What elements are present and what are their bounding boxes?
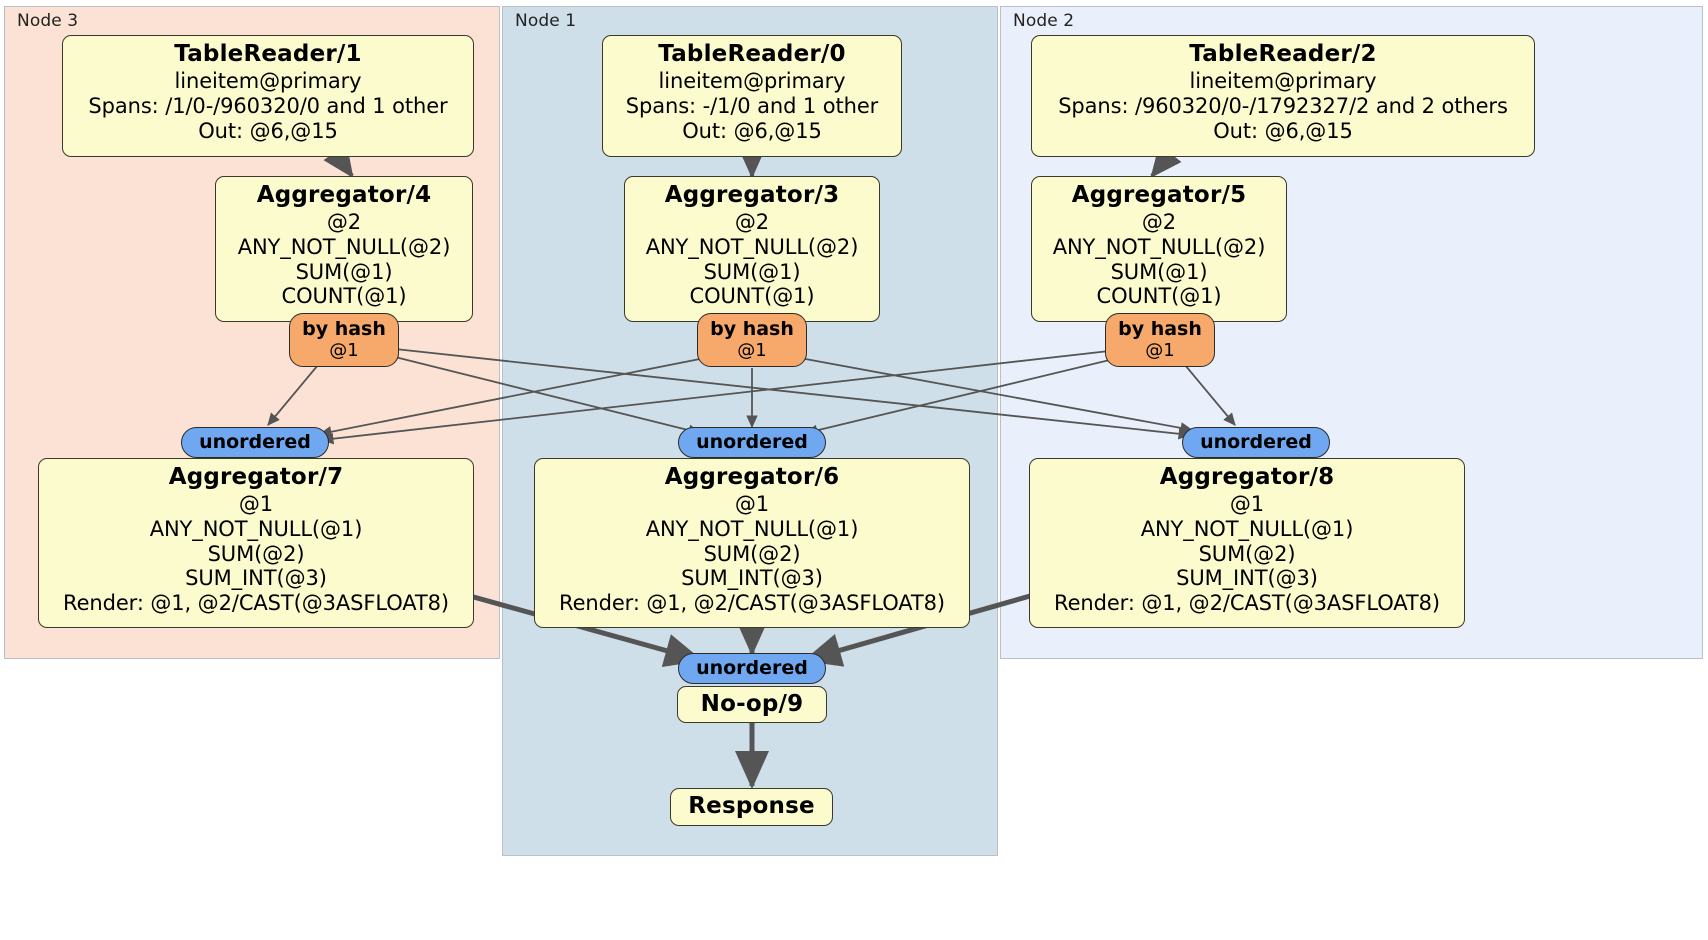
node-detail-line: Spans: -/1/0 and 1 other xyxy=(625,93,879,118)
output-router-hash-right[interactable]: by hash @1 xyxy=(1105,313,1215,367)
processor-tablereader-1[interactable]: TableReader/1 lineitem@primary Spans: /1… xyxy=(62,35,474,157)
cluster-label-node-2: Node 2 xyxy=(1013,11,1075,31)
processor-tablereader-2[interactable]: TableReader/2 lineitem@primary Spans: /9… xyxy=(1031,35,1535,157)
synchronizer-label: unordered xyxy=(1200,430,1312,453)
router-column: @1 xyxy=(1145,339,1175,361)
router-label: by hash xyxy=(1118,318,1202,341)
node-title: TableReader/0 xyxy=(658,41,846,67)
node-detail-line: lineitem@primary xyxy=(658,69,846,94)
node-detail-line: lineitem@primary xyxy=(174,69,362,94)
node-detail-line: SUM_INT(@3) xyxy=(185,566,327,591)
node-detail-line: ANY_NOT_NULL(@1) xyxy=(645,516,859,541)
node-detail-line: SUM_INT(@3) xyxy=(1176,566,1318,591)
cluster-label-node-3: Node 3 xyxy=(17,11,79,31)
node-detail-line: Out: @6,@15 xyxy=(1213,118,1353,143)
node-title: Response xyxy=(688,793,815,820)
processor-tablereader-0[interactable]: TableReader/0 lineitem@primary Spans: -/… xyxy=(602,35,902,157)
node-detail-line: ANY_NOT_NULL(@2) xyxy=(237,234,451,259)
node-detail-line: SUM(@2) xyxy=(207,541,305,566)
processor-noop-9[interactable]: No-op/9 xyxy=(677,686,827,723)
node-detail-line: COUNT(@1) xyxy=(689,284,815,309)
node-detail-line: COUNT(@1) xyxy=(281,284,407,309)
node-detail-line: ANY_NOT_NULL(@2) xyxy=(1052,234,1266,259)
node-detail-line: @2 xyxy=(326,210,362,235)
node-detail-line: Out: @6,@15 xyxy=(682,118,822,143)
node-title: Aggregator/7 xyxy=(168,464,344,490)
node-detail-line: Out: @6,@15 xyxy=(198,118,338,143)
node-render-line: Render: @1, @2/CAST(@3ASFLOAT8) xyxy=(63,591,449,616)
node-render-line: Render: @1, @2/CAST(@3ASFLOAT8) xyxy=(1054,591,1440,616)
node-detail-line: ANY_NOT_NULL(@1) xyxy=(1140,516,1354,541)
node-detail-line: SUM(@2) xyxy=(703,541,801,566)
synchronizer-label: unordered xyxy=(199,430,311,453)
node-title: Aggregator/8 xyxy=(1159,464,1335,490)
node-detail-line: lineitem@primary xyxy=(1189,69,1377,94)
synchronizer-label: unordered xyxy=(696,656,808,679)
node-detail-line: ANY_NOT_NULL(@1) xyxy=(149,516,363,541)
processor-aggregator-3[interactable]: Aggregator/3 @2 ANY_NOT_NULL(@2) SUM(@1)… xyxy=(624,176,880,322)
node-title: Aggregator/6 xyxy=(664,464,840,490)
node-title: No-op/9 xyxy=(700,690,804,717)
router-column: @1 xyxy=(737,339,767,361)
output-router-hash-mid[interactable]: by hash @1 xyxy=(697,313,807,367)
router-label: by hash xyxy=(302,318,386,341)
processor-aggregator-7[interactable]: Aggregator/7 @1 ANY_NOT_NULL(@1) SUM(@2)… xyxy=(38,458,474,628)
processor-aggregator-5[interactable]: Aggregator/5 @2 ANY_NOT_NULL(@2) SUM(@1)… xyxy=(1031,176,1287,322)
node-detail-line: @1 xyxy=(734,492,770,517)
node-detail-line: COUNT(@1) xyxy=(1096,284,1222,309)
router-label: by hash xyxy=(710,318,794,341)
node-detail-line: ANY_NOT_NULL(@2) xyxy=(645,234,859,259)
node-detail-line: Spans: /960320/0-/1792327/2 and 2 others xyxy=(1058,93,1508,118)
node-detail-line: SUM(@1) xyxy=(295,259,393,284)
node-detail-line: @2 xyxy=(734,210,770,235)
node-title: TableReader/1 xyxy=(174,41,362,67)
node-detail-line: SUM_INT(@3) xyxy=(681,566,823,591)
cluster-label-node-1: Node 1 xyxy=(515,11,577,31)
node-title: Aggregator/4 xyxy=(256,182,432,208)
router-column: @1 xyxy=(329,339,359,361)
node-title: TableReader/2 xyxy=(1189,41,1377,67)
node-detail-line: @1 xyxy=(1229,492,1265,517)
processor-response[interactable]: Response xyxy=(670,788,833,826)
node-detail-line: @2 xyxy=(1141,210,1177,235)
output-router-hash-left[interactable]: by hash @1 xyxy=(289,313,399,367)
synchronizer-label: unordered xyxy=(696,430,808,453)
node-detail-line: @1 xyxy=(238,492,274,517)
synchronizer-unordered-mid[interactable]: unordered xyxy=(678,427,826,458)
synchronizer-unordered-right[interactable]: unordered xyxy=(1182,427,1330,458)
node-detail-line: Spans: /1/0-/960320/0 and 1 other xyxy=(88,93,448,118)
node-detail-line: SUM(@2) xyxy=(1198,541,1296,566)
node-detail-line: SUM(@1) xyxy=(703,259,801,284)
processor-aggregator-6[interactable]: Aggregator/6 @1 ANY_NOT_NULL(@1) SUM(@2)… xyxy=(534,458,970,628)
synchronizer-unordered-final[interactable]: unordered xyxy=(678,653,826,684)
node-detail-line: SUM(@1) xyxy=(1110,259,1208,284)
synchronizer-unordered-left[interactable]: unordered xyxy=(181,427,329,458)
node-title: Aggregator/3 xyxy=(664,182,840,208)
node-title: Aggregator/5 xyxy=(1071,182,1247,208)
processor-aggregator-4[interactable]: Aggregator/4 @2 ANY_NOT_NULL(@2) SUM(@1)… xyxy=(215,176,473,322)
node-render-line: Render: @1, @2/CAST(@3ASFLOAT8) xyxy=(559,591,945,616)
processor-aggregator-8[interactable]: Aggregator/8 @1 ANY_NOT_NULL(@1) SUM(@2)… xyxy=(1029,458,1465,628)
